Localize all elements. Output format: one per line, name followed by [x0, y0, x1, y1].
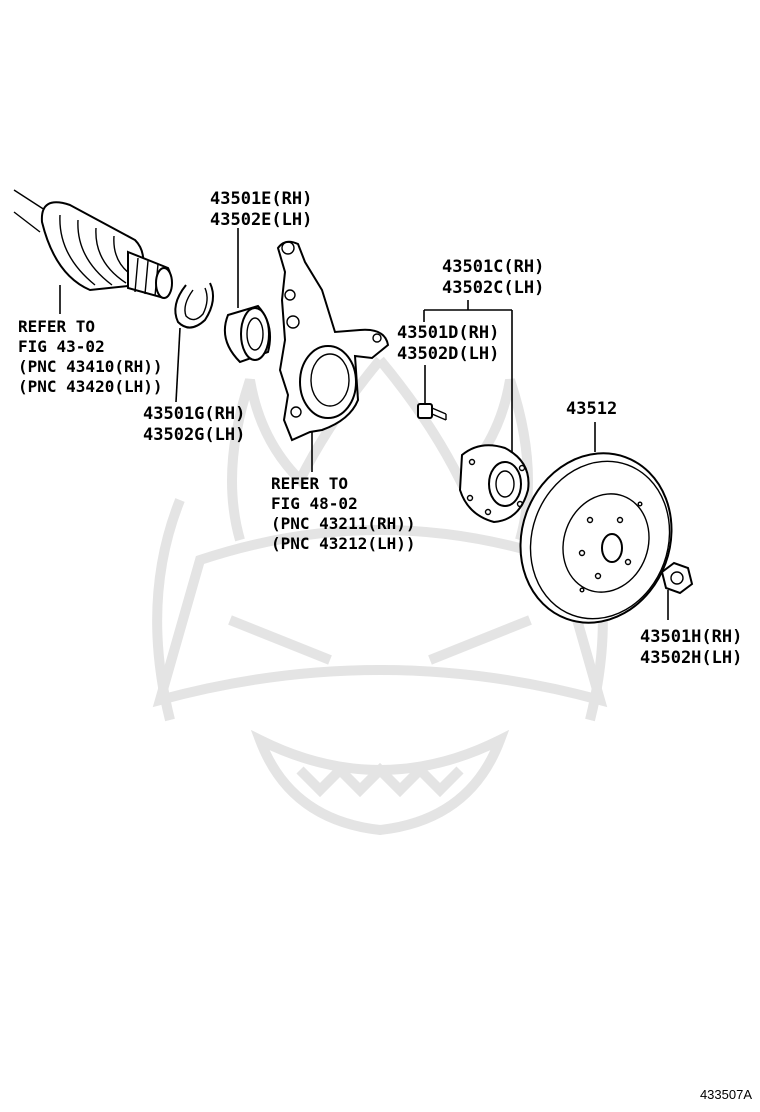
drive-shaft-fig: FIG 43-02 — [18, 337, 105, 356]
knuckle-pnc-rh: (PNC 43211(RH)) — [271, 514, 416, 533]
bearing-part-lh: 43502E(LH) — [210, 210, 312, 230]
snap-ring-part — [174, 282, 215, 403]
hub-nut-part — [660, 561, 694, 620]
bearing-part-rh: 43501E(RH) — [210, 189, 312, 209]
label-drive-shaft: REFER TO FIG 43-02 (PNC 43410(RH)) (PNC … — [18, 317, 163, 396]
label-snap-ring: 43501G(RH) 43502G(LH) — [143, 404, 245, 445]
label-disc: 43512 — [566, 399, 617, 419]
snap-ring-part-rh: 43501G(RH) — [143, 404, 245, 424]
hub-leader — [423, 300, 513, 455]
steering-knuckle-part — [276, 240, 390, 472]
drive-shaft-refer: REFER TO — [18, 317, 95, 336]
figure-code: 433507A — [700, 1087, 752, 1102]
hub-nut-part-rh: 43501H(RH) — [640, 627, 742, 647]
knuckle-refer: REFER TO — [271, 474, 348, 493]
hub-bolt-part-lh: 43502D(LH) — [397, 344, 499, 364]
label-hub: 43501C(RH) 43502C(LH) — [442, 257, 544, 298]
disc-part-number: 43512 — [566, 399, 617, 419]
knuckle-pnc-lh: (PNC 43212(LH)) — [271, 534, 416, 553]
label-bearing: 43501E(RH) 43502E(LH) — [210, 189, 312, 230]
drive-shaft-pnc-rh: (PNC 43410(RH)) — [18, 357, 163, 376]
hub-bolt-part-rh: 43501D(RH) — [397, 323, 499, 343]
label-hub-nut: 43501H(RH) 43502H(LH) — [640, 627, 742, 668]
drive-shaft-part — [13, 189, 173, 314]
axle-hub-part — [458, 444, 530, 524]
hub-part-lh: 43502C(LH) — [442, 278, 544, 298]
hub-part-rh: 43501C(RH) — [442, 257, 544, 277]
label-knuckle: REFER TO FIG 48-02 (PNC 43211(RH)) (PNC … — [271, 474, 416, 553]
hub-bolt-part — [417, 365, 447, 421]
label-hub-bolt: 43501D(RH) 43502D(LH) — [397, 323, 499, 364]
hub-nut-part-lh: 43502H(LH) — [640, 648, 742, 668]
knuckle-fig: FIG 48-02 — [271, 494, 358, 513]
brake-disc-part — [519, 422, 673, 624]
drive-shaft-pnc-lh: (PNC 43420(LH)) — [18, 377, 163, 396]
snap-ring-part-lh: 43502G(LH) — [143, 425, 245, 445]
wheel-bearing-part — [224, 228, 271, 364]
